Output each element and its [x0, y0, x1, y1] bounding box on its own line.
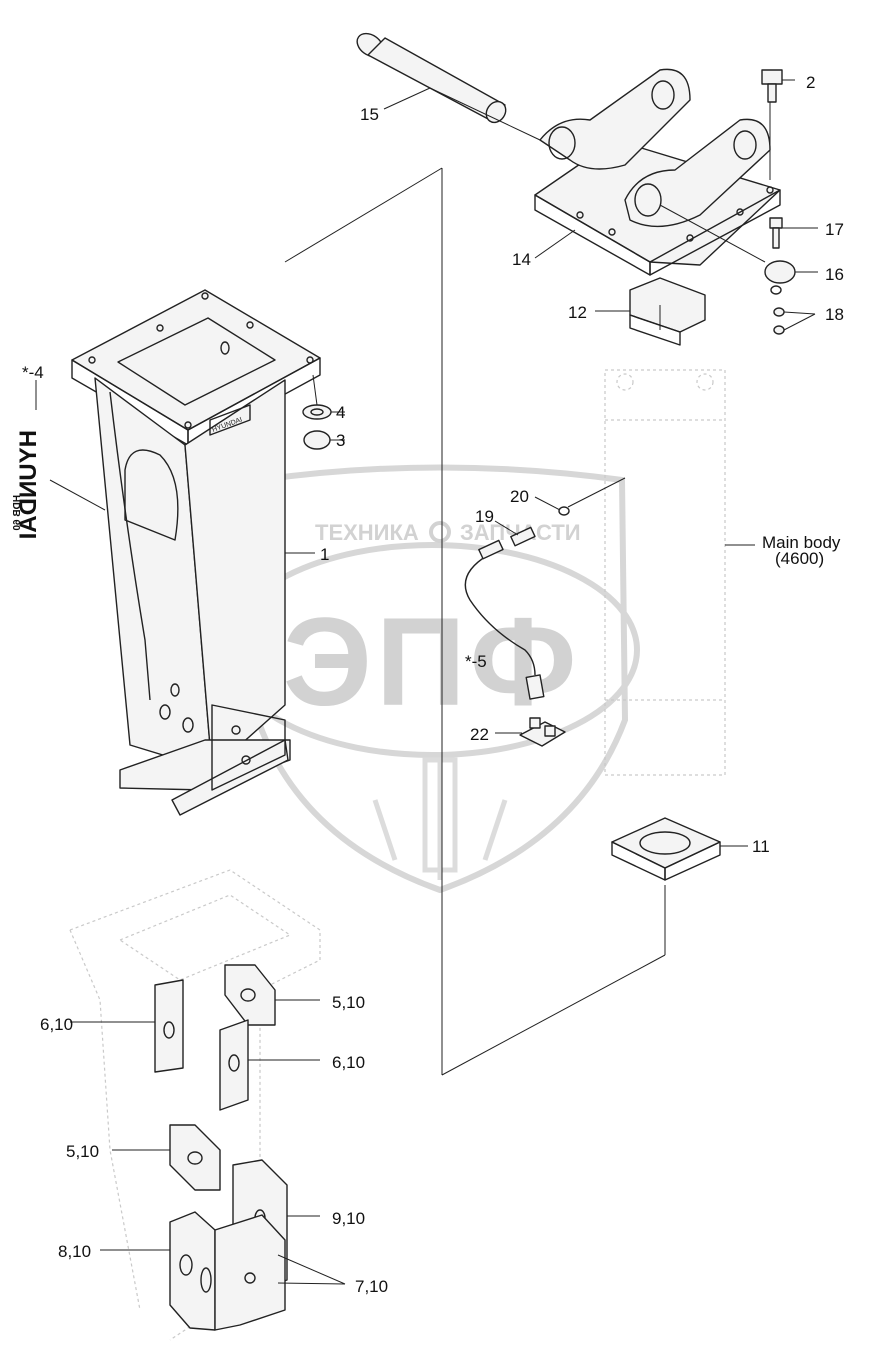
bracket-frame: HYUNDAI: [71, 289, 321, 816]
callout-5-10-b: 5,10: [66, 1142, 99, 1161]
callout-8-10: 8,10: [58, 1242, 91, 1261]
brand-decal: HYUNDAI HDB 60: [12, 430, 42, 539]
brand-decal-subtext: HDB 60: [12, 495, 23, 531]
callout-22: 22: [470, 725, 489, 744]
lower-bracket: [169, 1159, 288, 1331]
callout-18: 18: [825, 305, 844, 324]
wear-plates: [154, 964, 276, 1191]
gear-icon: [429, 521, 451, 543]
callout-2: 2: [806, 73, 815, 92]
callout-19: 19: [475, 507, 494, 526]
main-body-label: Main body: [762, 533, 841, 552]
callout-1: 1: [320, 545, 329, 564]
brand-decal-text: HYUNDAI: [15, 430, 42, 539]
leader-lines: [35, 79, 818, 1285]
assembly-lines: [284, 167, 666, 1076]
callout-7-10: 7,10: [355, 1277, 388, 1296]
main-body-ghost: [604, 369, 726, 776]
callout-9-10: 9,10: [332, 1209, 365, 1228]
hose-assembly: [464, 506, 570, 747]
callout-6-10-b: 6,10: [332, 1053, 365, 1072]
callout-17: 17: [825, 220, 844, 239]
callout-star-4: *-4: [22, 363, 44, 382]
callout-labels: 15 2 14 17 16 18 12 4 3 *-4 1 20 19 *-5 …: [22, 73, 844, 1296]
square-plate: [611, 817, 721, 881]
callout-star-5: *-5: [465, 652, 487, 671]
callout-4-washer: 4: [336, 403, 345, 422]
callout-3: 3: [336, 431, 345, 450]
callout-5-10-a: 5,10: [332, 993, 365, 1012]
callout-6-10-a: 6,10: [40, 1015, 73, 1034]
washer-part: [302, 404, 332, 450]
callout-16: 16: [825, 265, 844, 284]
watermark-letters: ЭПФ: [283, 593, 580, 732]
pin-part: [356, 32, 507, 124]
watermark-shield: ТЕХНИКА ЗАПЧАСТИ ЭПФ: [224, 464, 640, 894]
callout-14: 14: [512, 250, 531, 269]
watermark-text-left: ТЕХНИКА: [315, 520, 419, 545]
top-cap: [534, 68, 781, 276]
callout-15: 15: [360, 105, 379, 124]
callout-12: 12: [568, 303, 587, 322]
damper-part: [629, 277, 706, 346]
callout-11: 11: [752, 837, 770, 856]
wheat-icon: [372, 757, 508, 880]
callout-20: 20: [510, 487, 529, 506]
main-body-ref: (4600): [775, 549, 824, 568]
